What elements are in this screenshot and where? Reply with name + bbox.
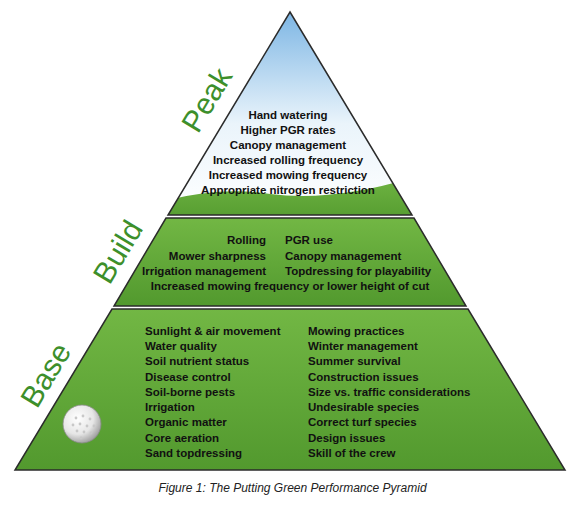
factor-item: Construction issues [308,369,419,385]
factor-item: Organic matter [145,414,227,430]
factor-item: Summer survival [308,353,401,369]
factor-item: Canopy management [230,137,346,153]
ball-dimples [72,415,96,440]
factor-item: Soil nutrient status [145,353,249,369]
factor-item: Topdressing for playability [285,263,431,279]
golf-ball [63,405,101,443]
factor-item: Correct turf species [308,414,417,430]
factor-item: Increased mowing frequency or lower heig… [151,278,430,294]
factor-item: Size vs. traffic considerations [308,384,470,400]
build-band [114,218,466,306]
factor-item: PGR use [285,232,333,248]
factor-item: Increased mowing frequency [209,167,368,183]
factor-item: Irrigation [145,399,195,415]
factor-item: Sand topdressing [145,445,242,461]
factor-item: Irrigation management [142,263,266,279]
factor-item: Soil-borne pests [145,384,235,400]
peak-outline [168,12,412,215]
factor-item: Canopy management [285,248,401,264]
factor-item: Skill of the crew [308,445,396,461]
factor-item: Mowing practices [308,323,405,339]
factor-item: Appropriate nitrogen restriction [201,182,375,198]
build-band: BuildRollingMower sharpnessIrrigation ma… [113,218,467,307]
factor-item: Rolling [227,232,266,248]
factor-item: Water quality [145,338,217,354]
factor-item: Mower sharpness [169,248,266,264]
factor-item: Winter management [308,338,418,354]
tier-heading: Build [86,215,150,290]
factor-item: Undesirable species [308,399,419,415]
peak-sky [168,12,412,215]
factor-item: Hand watering [248,107,327,123]
factor-item: Core aeration [145,430,219,446]
factor-item: Higher PGR rates [240,122,335,138]
factor-item: Sunlight & air movement [145,323,280,339]
tier-heading: Peak [175,62,239,138]
factor-item: Increased rolling frequency [213,152,363,168]
factor-item: Design issues [308,430,385,446]
peak-band: PeakHand wateringHigher PGR ratesCanopy … [168,12,412,215]
tier-heading: Base [14,337,78,413]
factor-item: Disease control [145,369,231,385]
base-band [15,309,565,470]
base-band: Base Sunlight & air movementWater quality… [15,309,565,470]
figure-caption: Figure 1: The Putting Green Performance … [0,480,585,496]
